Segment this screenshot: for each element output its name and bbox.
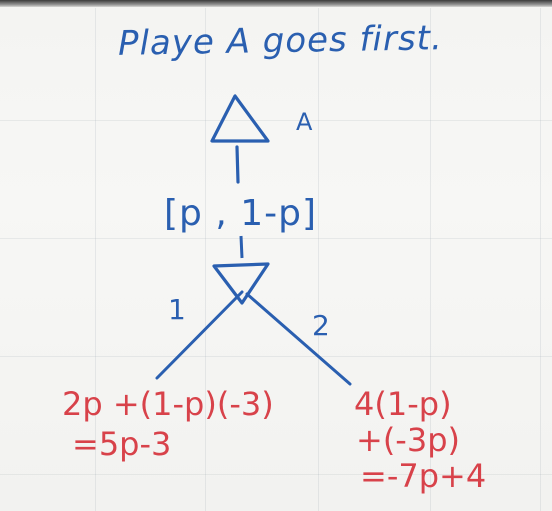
grid-line xyxy=(205,8,206,511)
grid-line xyxy=(430,8,431,511)
board-frame-edge xyxy=(0,0,552,7)
right-outcome-line-2: +(-3p) xyxy=(356,421,460,459)
grid-line xyxy=(0,238,552,239)
belief-vector: [p , 1-p] xyxy=(164,193,318,234)
max-node-triangle xyxy=(210,94,270,143)
grid-line xyxy=(318,8,319,511)
right-outcome-line-3: =-7p+4 xyxy=(360,457,487,495)
grid-line xyxy=(540,8,541,511)
left-outcome-line-1: 2p +(1-p)(-3) xyxy=(62,385,274,423)
root-label: A xyxy=(296,108,313,136)
edge-left xyxy=(155,290,244,380)
left-outcome-line-2: =5p-3 xyxy=(72,425,172,463)
edge-root xyxy=(235,145,240,184)
grid-line xyxy=(0,474,552,475)
edge-right xyxy=(245,292,352,386)
right-outcome-line-1: 4(1-p) xyxy=(354,385,452,423)
grid-line xyxy=(0,356,552,357)
min-node-triangle xyxy=(212,262,270,305)
branch-label-left: 1 xyxy=(168,293,186,326)
grid-line xyxy=(95,8,96,511)
branch-label-right: 2 xyxy=(312,309,330,342)
grid-line xyxy=(0,120,552,121)
edge-belief xyxy=(239,235,244,259)
